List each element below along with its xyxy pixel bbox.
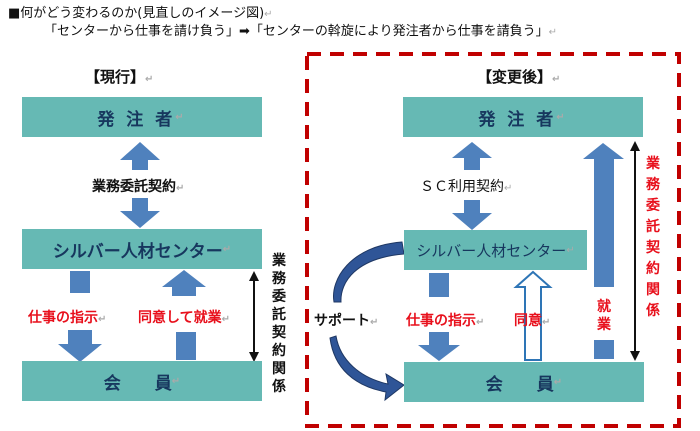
down-arrow-icon xyxy=(120,198,160,228)
arrowhead-up-icon xyxy=(630,141,640,151)
current-contract-label: 業務委託契約↵ xyxy=(92,179,185,195)
revised-support-label: サポート↵ xyxy=(314,313,379,329)
header-subtitle: 「センターから仕事を請け負う」➡「センターの斡旋により発注者から仕事を請負う」↵ xyxy=(44,24,558,39)
consent-outline-arrow-icon xyxy=(513,270,553,361)
up-arrow-icon xyxy=(452,142,492,170)
up-arrow-icon xyxy=(162,270,206,296)
consent-arrow-tail xyxy=(176,332,196,360)
revised-member-box: 会 員↵ xyxy=(404,362,644,402)
arrowhead-up-icon xyxy=(249,271,259,281)
revised-contract-label: ＳＣ利用契約↵ xyxy=(420,179,513,195)
current-center-box: シルバー人材センター↵ xyxy=(22,229,262,269)
down-arrow-icon xyxy=(418,332,460,361)
support-arrow-icon xyxy=(329,335,405,402)
current-consent-label: 同意して就業↵ xyxy=(138,310,230,326)
instruction-arrow-tail xyxy=(70,271,90,293)
revised-instruction-label: 仕事の指示↵ xyxy=(406,313,485,329)
down-arrow-icon xyxy=(58,330,102,362)
revised-section-title: 【変更後】↵ xyxy=(477,68,561,86)
revised-work-label: 就業 xyxy=(597,299,611,333)
revised-client-box: 発 注 者↵ xyxy=(403,97,643,137)
header-title: ■何がどう変わるのか(見直しのイメージ図)↵ xyxy=(8,6,273,21)
instruction-arrow-tail xyxy=(429,273,449,297)
current-instruction-label: 仕事の指示↵ xyxy=(28,310,107,326)
revised-consent-label: 同意↵ xyxy=(514,313,551,329)
work-up-arrow-icon xyxy=(583,143,624,287)
arrowhead-down-icon xyxy=(249,352,259,362)
current-relation-label: 業務委託契約関係 xyxy=(272,253,286,395)
current-member-box: 会 員↵ xyxy=(22,361,262,401)
support-curve-top xyxy=(333,241,405,303)
revised-section-border xyxy=(305,52,681,428)
work-arrow-tail xyxy=(594,340,614,359)
revised-relation-label: 業務委託契約関係 xyxy=(646,156,660,319)
current-client-box: 発 注 者↵ xyxy=(22,97,262,137)
revised-center-box: シルバー人材センター↵ xyxy=(404,230,587,270)
arrowhead-down-icon xyxy=(630,351,640,361)
down-arrow-icon xyxy=(452,200,492,230)
up-arrow-icon xyxy=(120,142,160,170)
current-section-title: 【現行】↵ xyxy=(85,68,154,86)
